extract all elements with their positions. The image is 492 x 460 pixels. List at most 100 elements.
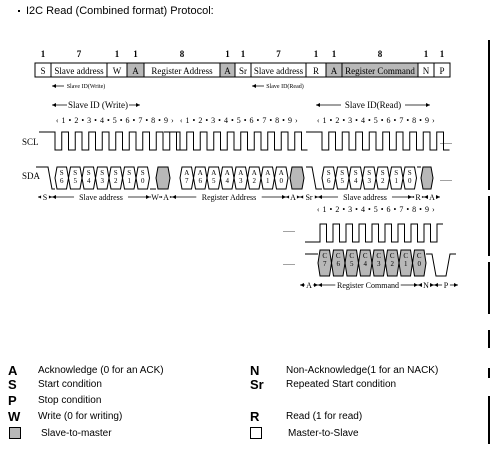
sda-cmd-bit-index: 1 [404,260,408,268]
legend-symbol: S [8,377,17,392]
frame-field-label: N [423,66,430,76]
id-read-arrow-head [316,103,320,107]
id-read-arrow-head [426,103,430,107]
bit-count: 1 [225,49,230,59]
legend-symbol: N [250,363,260,378]
sda-addr-bit-letter: S [127,169,131,177]
legend-item: Master-to-Slave [250,427,359,439]
legend-text: Master-to-Slave [288,427,359,439]
sda-addr2-bit-index: 2 [381,177,385,185]
bit-count: 7 [77,49,82,59]
seg-a4-arrow-head [314,283,318,287]
seg-sr-arrow-head [314,195,318,199]
sda-reg-bit-letter: A [184,169,189,177]
sda-label: SDA [22,171,41,181]
sda-reg-bit-index: 1 [266,177,270,185]
sda-addr-bit-index: 4 [87,177,91,185]
label-bg [303,191,315,201]
sda-addr2-bit-letter: S [367,169,371,177]
seg-n-arrow-head [418,283,422,287]
seg-slave-address-arrow-head [52,195,56,199]
sda-ack2 [289,166,305,190]
legend-symbol: W [8,409,21,424]
seg-slave-address: Slave address [79,193,123,202]
legend-symbol: P [8,393,17,408]
label-bg [196,191,262,201]
frame-field-label: A [331,66,338,76]
sda-addr2-cell [402,166,418,190]
sda2-nack-stop [426,253,456,277]
sda-addr2-bit-letter: S [394,169,398,177]
legend-text: Repeated Start condition [286,379,397,390]
right-border-mark [488,40,490,190]
sda-cmd-bit-index: 6 [337,260,341,268]
seg-a3-arrow-head [436,195,440,199]
sda-addr2-bit-index: 4 [354,177,358,185]
sda-addr-bit-letter: S [73,169,77,177]
seg-r: R [415,193,421,202]
frame-field-label: A [224,66,231,76]
sda-cmd-bit-index: 2 [391,260,395,268]
label-bg [428,191,436,201]
bit-count: 1 [241,49,246,59]
label-bg [442,279,450,289]
page-title: I2C Read (Combined format) Protocol: [18,5,214,17]
sda-addr2-bit-letter: S [354,169,358,177]
label-bg [162,191,170,201]
label-bg [151,191,159,201]
sda-addr-bit-letter: S [60,169,64,177]
seg-slave-address-2-arrow-head [408,195,412,199]
frame-field-label: R [313,66,319,76]
sda-ack3 [420,166,434,190]
seg-register-address-arrow-head [172,195,176,199]
bit-count: 7 [276,49,281,59]
sda-addr-cell [135,166,151,190]
bit-count: 1 [314,49,319,59]
clock-numbers-1: ‹ 1 • 2 • 3 • 4 • 5 • 6 • 7 • 8 • 9 › [56,116,174,125]
sda-cmd-bit-index: 3 [377,260,381,268]
sda-reg-bit-letter: A [225,169,230,177]
legend-text: Non-Acknowledge(1 for an NACK) [286,365,439,376]
slave-id-read-label: Slave ID(Read) [266,83,304,90]
sda-cmd-bit-letter: C [336,252,341,260]
frame-field-label: W [113,66,122,76]
sda-addr-bit-letter: S [87,169,91,177]
sda-cmd-cell [411,249,427,277]
frame-field-label: A [132,66,139,76]
label-bg [341,99,405,110]
clock-numbers-2: ‹ 1 • 2 • 3 • 4 • 5 • 6 • 7 • 8 • 9 › [180,116,298,125]
sda-reg-bit-letter: A [265,169,270,177]
sda-reg-cell [273,166,289,190]
id-write-arrow-head [52,103,56,107]
slave-id-read-arrow-head [252,84,256,88]
sda-addr2-bit-index: 3 [368,177,372,185]
clock-numbers-4: ‹ 1 • 2 • 3 • 4 • 5 • 6 • 7 • 8 • 9 › [317,205,435,214]
sda-cmd-bit-letter: C [322,252,327,260]
scl-wave-1 [39,131,183,151]
sda-cmd-bit-letter: C [390,252,395,260]
sda-addr2-bit-letter: S [408,169,412,177]
slave-id-write-label: Slave ID(Write) [67,83,106,90]
right-border-mark [488,368,490,378]
legend-text: Write (0 for writing) [38,411,123,422]
sda-repeated-start [306,166,322,190]
sda-reg-bit-index: 2 [253,177,257,185]
id-read-label: Slave ID(Read) [345,100,401,110]
seg-a4: A [306,281,312,290]
sda-cmd-bit-index: 0 [418,260,422,268]
seg-n: N [423,281,429,290]
frame-field-label: Register Address [151,66,213,76]
seg-w: W [151,193,159,202]
frame-field-label: Slave address [54,66,104,76]
sda-reg-bit-index: 5 [212,177,216,185]
sda-reg-bit-letter: A [238,169,243,177]
sda2-dots: ...... [283,258,295,267]
sda-ack [155,166,171,190]
seg-a2: A [290,193,296,202]
legend-item: Slave-to-master [9,427,112,439]
sda-addr2-bit-index: 6 [327,177,331,185]
